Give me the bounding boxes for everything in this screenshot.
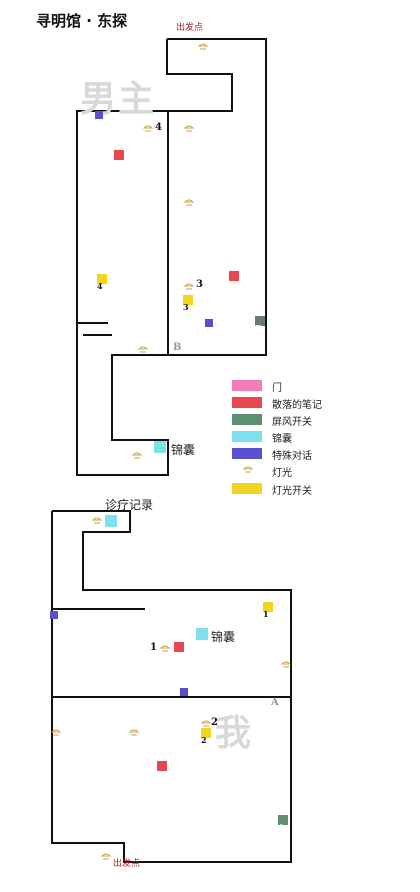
legend-label: 门: [272, 383, 282, 394]
lamp-icon: [131, 452, 143, 459]
legend-label: 特殊对话: [272, 451, 312, 462]
legend-label: 灯光: [272, 468, 292, 479]
lamp-icon: [183, 199, 195, 206]
lamp-icon: [128, 729, 140, 736]
legend-label: 散落的笔记: [272, 400, 322, 411]
light-switch-3: 3: [183, 295, 193, 312]
dialog-marker: [205, 319, 213, 327]
door-A-label: A: [271, 697, 279, 708]
number-3-label: 3: [196, 279, 203, 290]
lamp-icon: [137, 346, 149, 353]
lamp-icon: [183, 283, 195, 290]
legend-label: 锦囊: [272, 434, 292, 445]
record-label: 诊疗记录: [105, 498, 154, 512]
start-point-top: 出发点: [176, 23, 204, 33]
legend-swatch-jinnang: [232, 431, 262, 442]
door-B-label: B: [173, 342, 182, 353]
legend-swatch-door: [232, 380, 262, 391]
jinnang-label-bottom: 锦囊: [211, 630, 236, 644]
note-marker: [114, 150, 124, 160]
note-marker: [229, 271, 239, 281]
lamp-icon: [242, 466, 254, 473]
watermark-bottom: 我: [215, 713, 254, 754]
lamp-icon: [280, 661, 292, 668]
legend-swatch-dialog: [232, 448, 262, 459]
number-1-label: 1: [150, 642, 157, 653]
light-switch-1: 1: [263, 602, 273, 619]
screen-switch-A: A: [278, 815, 288, 832]
lamp-icon: [142, 125, 154, 132]
lamp-icon: [159, 645, 171, 652]
legend-label: 灯光开关: [272, 486, 312, 497]
lamp-icon: [197, 43, 209, 50]
jinnang-label-top: 锦囊: [171, 443, 196, 457]
number-2-label: 2: [211, 717, 218, 728]
note-marker: [157, 761, 167, 771]
lamp-icon: [91, 517, 103, 524]
legend-swatch-light-switch: [232, 483, 262, 494]
screen-switch-B: B: [255, 316, 265, 333]
watermark-top: 男主: [80, 79, 157, 120]
legend-swatch-notes: [232, 397, 262, 408]
note-marker: [174, 642, 184, 652]
lamp-icon: [100, 853, 112, 860]
lamp-icon: [200, 720, 212, 727]
light-switch-4: 4: [97, 274, 107, 291]
legend-label: 屏风开关: [272, 417, 312, 428]
map-title: 寻明馆 · 东探: [36, 12, 128, 30]
legend-swatch-screen: [232, 414, 262, 425]
number-4-label: 4: [155, 122, 162, 133]
light-switch-2: 2: [201, 728, 211, 745]
lamp-icon: [183, 125, 195, 132]
jinnang-marker: [105, 515, 117, 527]
jinnang-marker: [154, 441, 166, 453]
dialog-marker: [95, 111, 103, 119]
jinnang-marker: [196, 628, 208, 640]
dialog-marker: [180, 688, 188, 696]
lamp-icon: [50, 729, 62, 736]
start-point-bottom: 出发点: [113, 859, 141, 869]
dialog-marker: [50, 611, 58, 619]
